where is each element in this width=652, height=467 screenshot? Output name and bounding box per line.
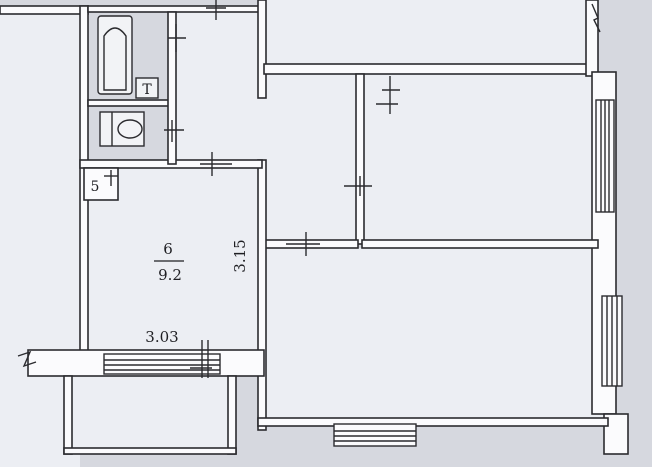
window-right-upper bbox=[595, 99, 615, 213]
toilet-tank-letter: T bbox=[142, 82, 152, 98]
window-right-lower bbox=[601, 295, 623, 387]
wall-kitchen-right bbox=[257, 159, 267, 431]
kitchen-width-dimension: 3.03 bbox=[145, 328, 178, 346]
wall-top-left bbox=[0, 5, 89, 15]
wall-living-bottom bbox=[257, 417, 609, 427]
wall-bedroom-bottom bbox=[361, 239, 599, 249]
break-mark-top-right bbox=[591, 3, 601, 33]
toilet-icon bbox=[99, 111, 145, 147]
bathtub-icon bbox=[97, 15, 133, 95]
labels: 6 9.2 5 3.03 3.15 bbox=[91, 179, 249, 346]
break-marks bbox=[17, 3, 601, 368]
wall-balcony-bottom bbox=[63, 447, 237, 455]
toilet-tank-icon: T bbox=[135, 77, 159, 99]
room-living bbox=[262, 248, 604, 424]
door-mark-living bbox=[286, 232, 320, 256]
wall-bedroom-left bbox=[355, 73, 365, 245]
window-bottom-living bbox=[333, 423, 417, 447]
kitchen-area: 9.2 bbox=[158, 266, 182, 284]
fixtures: T bbox=[97, 15, 159, 147]
wc-number: 5 bbox=[91, 179, 100, 195]
wall-balcony-right bbox=[227, 375, 237, 455]
wall-hall-right-upper bbox=[257, 0, 267, 99]
wall-bath-right bbox=[167, 11, 177, 165]
door-mark-top bbox=[206, 0, 226, 20]
kitchen-number: 6 bbox=[163, 240, 173, 258]
wall-top-right bbox=[585, 0, 599, 77]
room-balcony bbox=[72, 376, 232, 452]
door-mark-bedroom-closet bbox=[376, 76, 400, 114]
room-bedroom bbox=[362, 74, 598, 244]
wall-wc-box bbox=[83, 167, 119, 201]
wall-bath-divider bbox=[87, 99, 175, 107]
windows bbox=[103, 99, 623, 447]
wall-right-bottom bbox=[603, 413, 629, 455]
room-top-right bbox=[265, 0, 590, 70]
door-mark-balcony bbox=[190, 340, 212, 378]
door-mark-bath bbox=[168, 24, 186, 52]
door-mark-kitchen bbox=[200, 152, 232, 176]
wall-balcony-left bbox=[63, 375, 73, 455]
door-mark-bedroom-entry bbox=[344, 176, 372, 196]
break-mark-left bbox=[17, 350, 37, 368]
kitchen-length-dimension: 3.15 bbox=[231, 239, 249, 272]
door-mark-wc bbox=[104, 170, 118, 186]
window-kitchen-balcony bbox=[103, 353, 221, 375]
door-marks bbox=[104, 0, 400, 378]
door-mark-toilet bbox=[164, 120, 184, 142]
wall-top bbox=[87, 5, 265, 13]
room-fills bbox=[0, 0, 604, 467]
wall-upper-partition bbox=[263, 63, 595, 75]
